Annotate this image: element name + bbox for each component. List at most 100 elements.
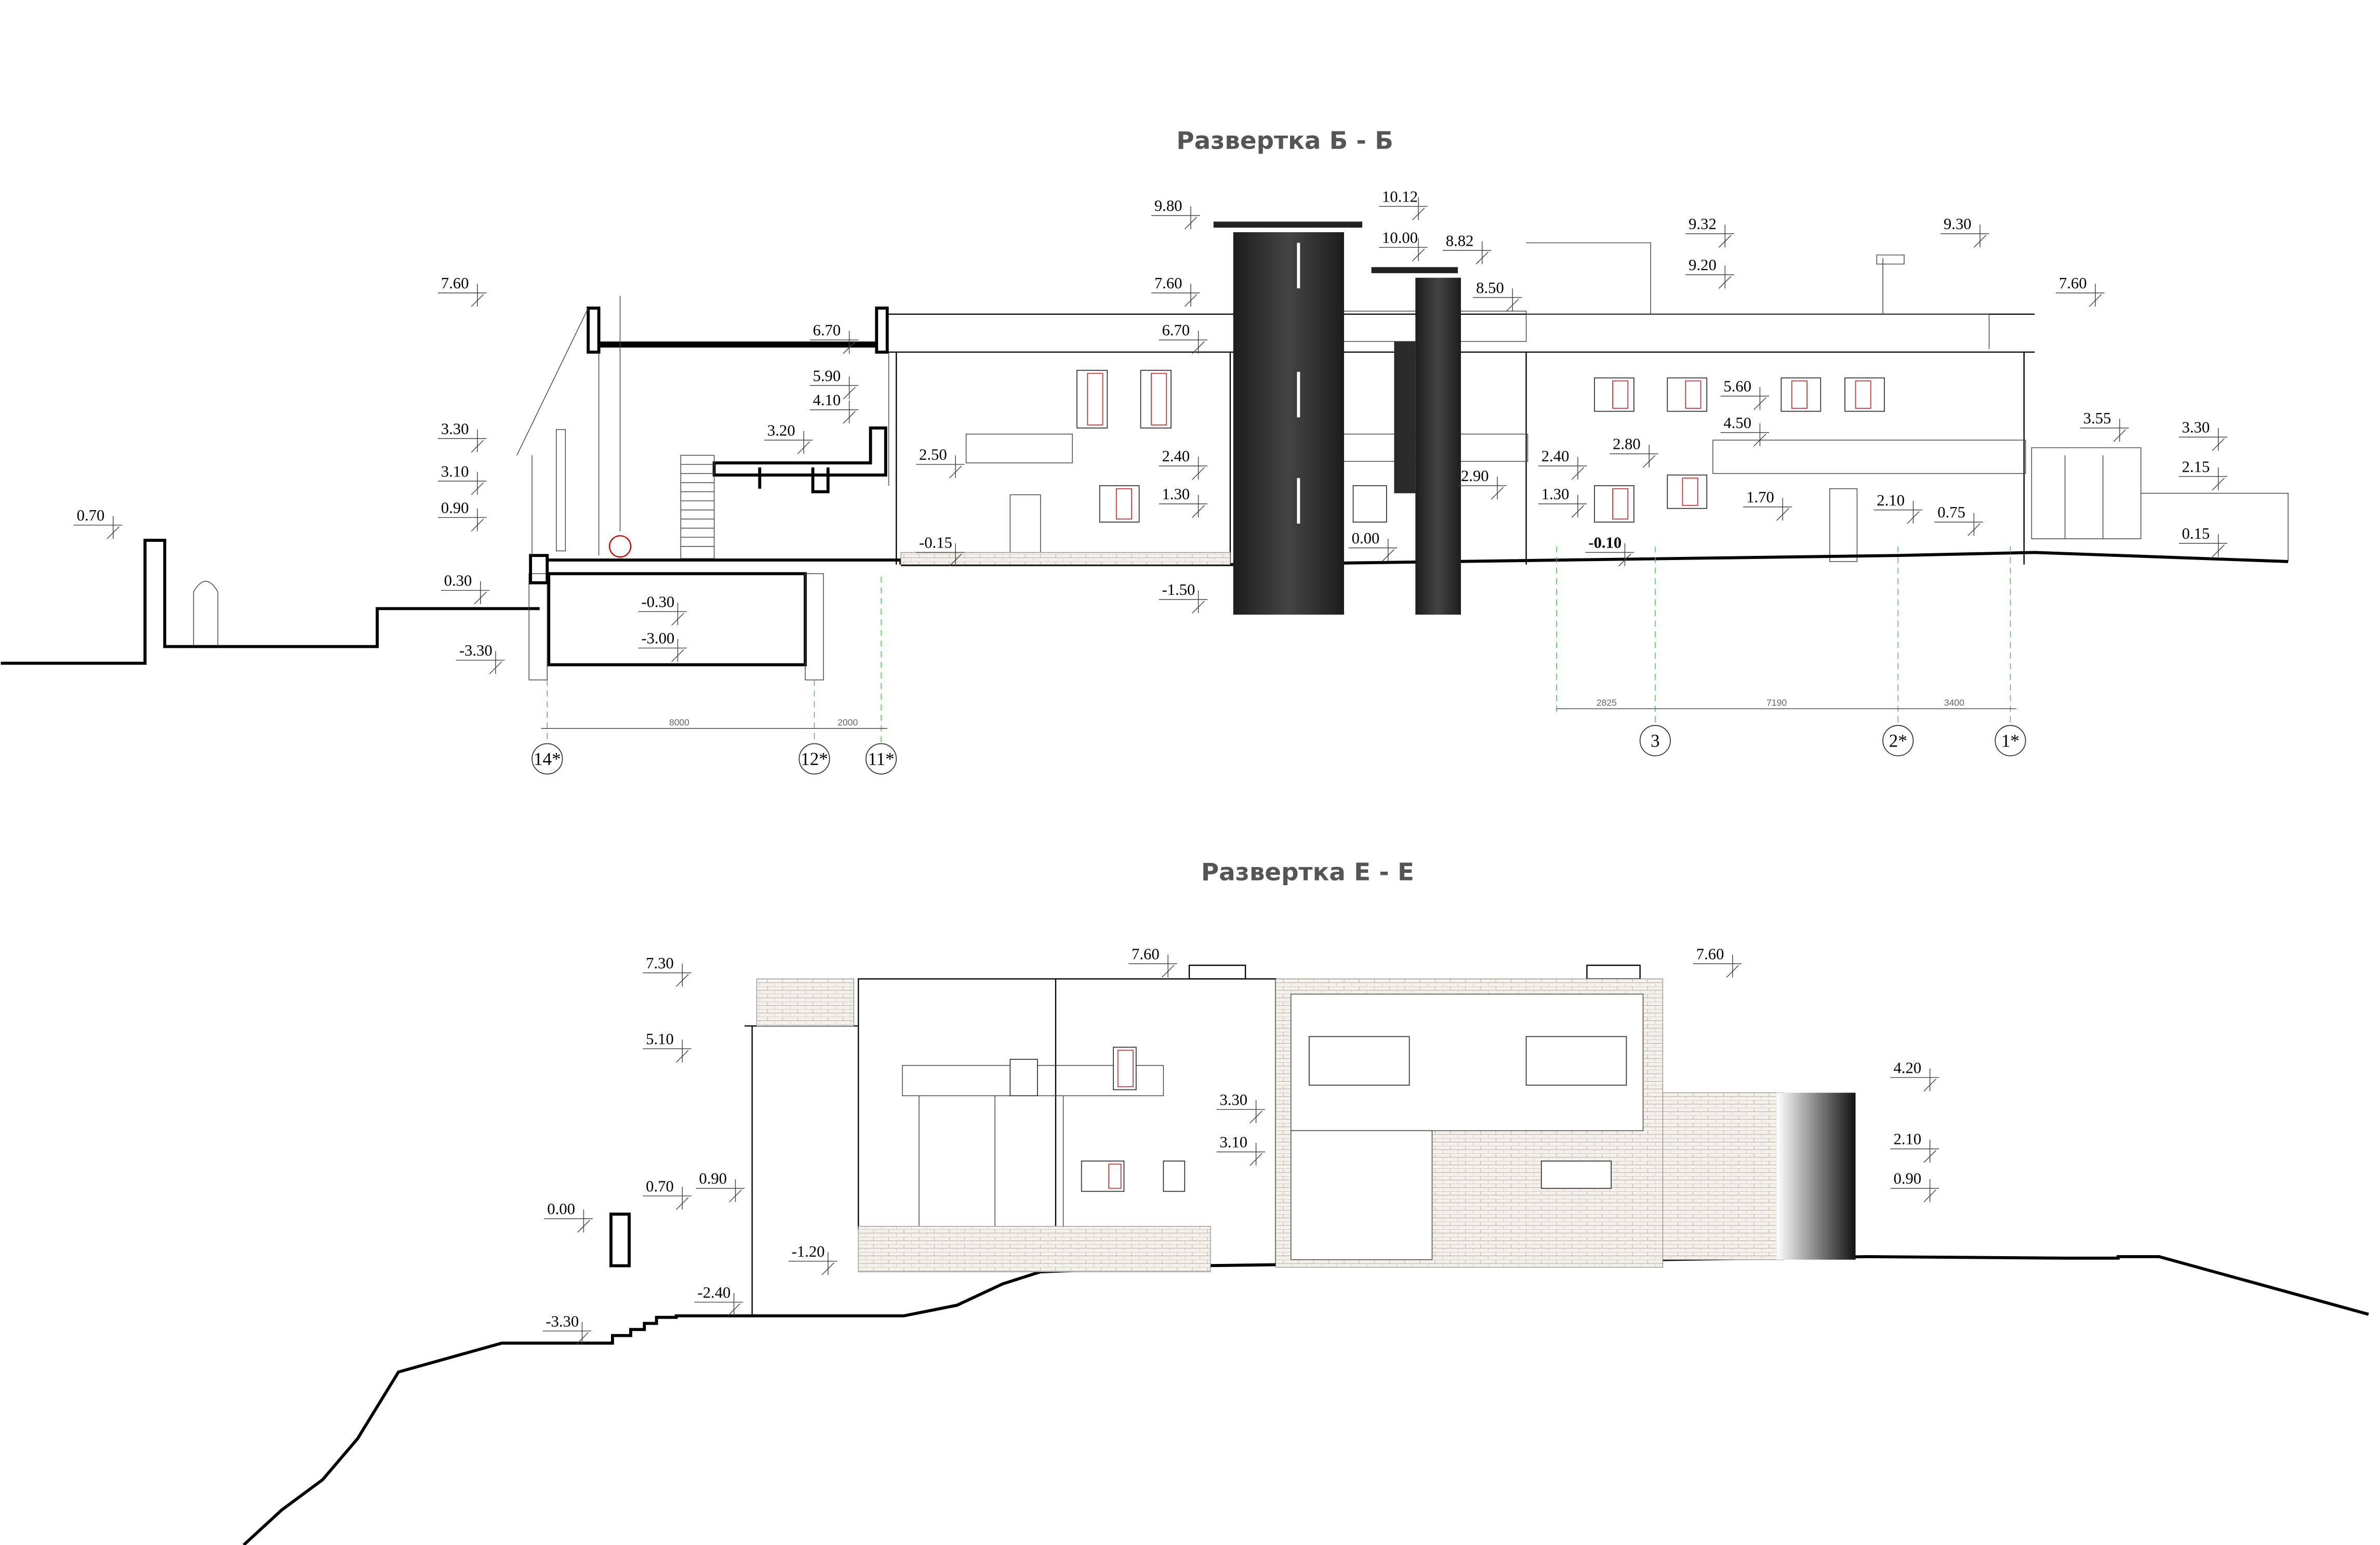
level-mark: 7.60: [1151, 274, 1200, 307]
level-mark: 0.15: [2178, 525, 2228, 557]
level-value: 0.90: [1894, 1170, 1922, 1188]
level-leader: [1685, 265, 1734, 289]
level-mark: 1.70: [1743, 488, 1792, 521]
level-value: 0.70: [77, 507, 105, 524]
level-mark: 0.90: [1890, 1170, 1939, 1203]
tower-large: [1233, 232, 1345, 615]
windows: [1009, 1036, 1627, 1192]
dimension-value: 7190: [1766, 697, 1787, 708]
level-mark: 2.90: [1458, 467, 1507, 500]
facade-outline: [888, 313, 2035, 565]
level-value: 4.20: [1894, 1059, 1922, 1076]
level-leader: [1151, 206, 1200, 230]
level-leader: [542, 1322, 592, 1345]
level-leader: [1890, 1139, 1939, 1163]
mezzanine-slab: [712, 426, 887, 494]
level-value: 10.00: [1382, 229, 1418, 246]
level-mark: 8.50: [1473, 279, 1522, 312]
level-leader: [916, 543, 965, 567]
level-mark: 3.30: [437, 420, 487, 453]
level-value: 3.10: [1219, 1134, 1247, 1151]
tower-cap: [1371, 267, 1458, 273]
level-mark: 0.90: [696, 1170, 745, 1203]
window-slot: [556, 429, 566, 552]
level-value: 8.82: [1446, 232, 1474, 249]
level-leader: [1585, 543, 1634, 567]
level-value: 7.60: [1154, 274, 1182, 292]
level-mark: 0.30: [441, 572, 490, 605]
section-title: Развертка Б - Б: [1176, 127, 1393, 155]
level-mark: 0.00: [544, 1200, 593, 1233]
level-value: 9.20: [1688, 256, 1717, 274]
level-mark: 4.10: [809, 391, 859, 424]
level-leader: [1538, 457, 1587, 480]
level-value: 5.10: [646, 1030, 674, 1048]
axis-label: 11*: [868, 749, 894, 769]
level-leader: [638, 602, 687, 626]
level-leader: [1379, 197, 1428, 221]
level-mark: 3.20: [764, 421, 813, 455]
ground-line: [1, 539, 540, 665]
dimension-value: 2825: [1597, 697, 1617, 708]
level-mark: 9.20: [1685, 256, 1734, 289]
level-value: 7.60: [441, 274, 469, 292]
level-mark: 4.50: [1720, 414, 1770, 447]
level-mark: 2.80: [1610, 435, 1658, 468]
level-value: 4.50: [1723, 414, 1751, 432]
level-value: 5.60: [1723, 378, 1751, 395]
level-mark: 2.40: [1538, 447, 1587, 480]
level-leader: [544, 1209, 593, 1233]
axis-marker: 3: [1639, 725, 1671, 756]
level-leader: [809, 330, 859, 354]
level-mark: 5.10: [643, 1030, 692, 1063]
roof-structures: [1526, 242, 1990, 349]
roof-parapet: [587, 307, 889, 354]
level-leader: [2178, 534, 2228, 557]
level-leader: [1934, 513, 1983, 536]
level-leader: [437, 284, 487, 307]
level-leader: [764, 431, 813, 455]
roof-slope: [516, 308, 889, 556]
level-leader: [1151, 284, 1200, 307]
level-mark: 1.30: [1538, 485, 1587, 518]
plinth: [900, 552, 1231, 565]
level-leader: [809, 401, 859, 424]
level-value: 2.40: [1162, 447, 1190, 465]
level-mark: 9.80: [1151, 197, 1200, 230]
level-leader: [1216, 1142, 1266, 1166]
level-leader: [2080, 419, 2129, 442]
level-leader: [1610, 444, 1658, 468]
level-mark: 0.70: [73, 507, 123, 539]
level-value: 1.30: [1162, 485, 1190, 503]
axis-marker: 14*: [531, 743, 563, 775]
level-mark: 7.60: [2056, 274, 2105, 307]
level-value: 2.10: [1894, 1130, 1922, 1148]
level-mark: 5.60: [1720, 378, 1770, 410]
level-value: -3.30: [459, 642, 493, 659]
axis-marker: 2*: [1882, 725, 1914, 756]
level-value: 0.00: [547, 1200, 575, 1218]
foundation: [805, 573, 824, 681]
level-leader: [643, 1040, 692, 1063]
level-mark: -0.10: [1585, 534, 1634, 567]
level-value: -1.50: [1162, 581, 1195, 598]
level-leader: [437, 508, 487, 532]
level-mark: 2.10: [1873, 491, 1923, 524]
level-mark: 3.55: [2080, 409, 2129, 442]
level-leader: [2178, 428, 2228, 451]
level-leader: [1720, 387, 1770, 410]
dimension-value: 8000: [669, 717, 689, 727]
level-mark: 6.70: [809, 322, 859, 354]
level-value: 10.12: [1382, 188, 1418, 206]
parapet: [609, 1213, 631, 1268]
level-mark: 2.10: [1890, 1130, 1939, 1163]
level-mark: -0.15: [916, 534, 965, 567]
level-value: 1.30: [1541, 485, 1570, 503]
level-mark: 0.75: [1934, 503, 1983, 536]
level-mark: 7.60: [437, 274, 487, 307]
level-leader: [1890, 1068, 1939, 1092]
level-mark: -3.30: [542, 1312, 592, 1345]
level-leader: [1159, 457, 1208, 480]
level-mark: -3.00: [638, 630, 687, 662]
